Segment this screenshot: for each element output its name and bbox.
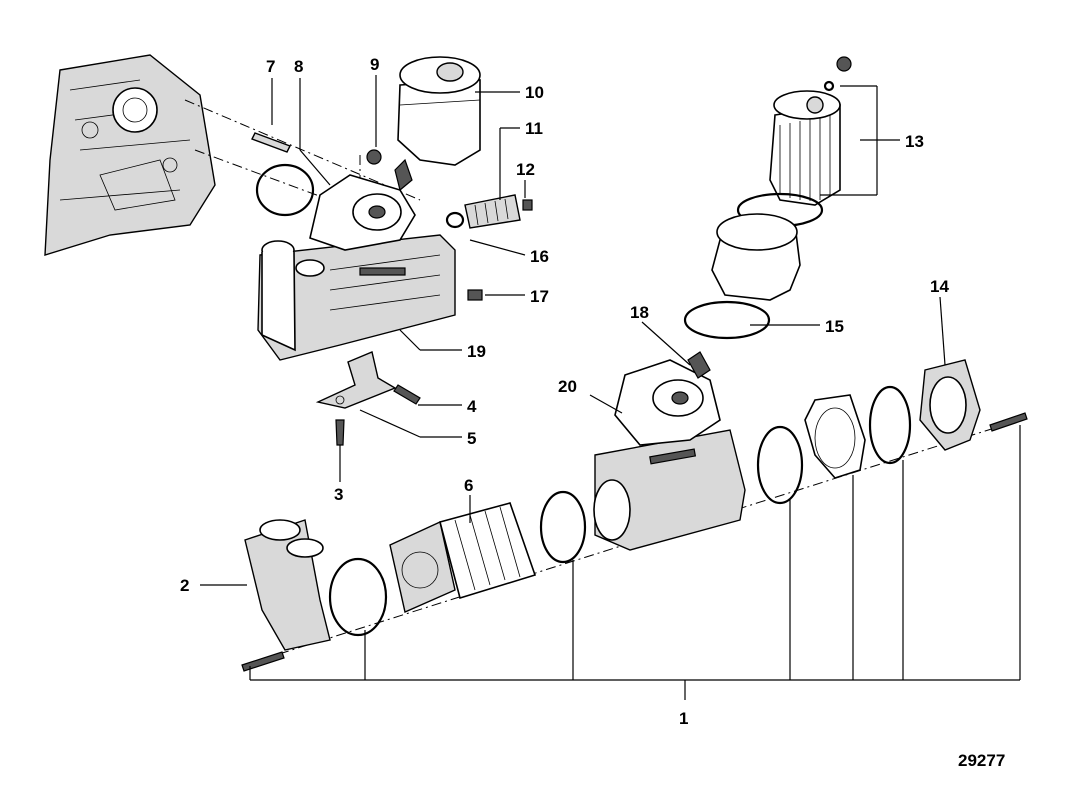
callout-6: 6 [464, 476, 473, 495]
callout-11: 11 [525, 119, 543, 138]
callout-8: 8 [294, 57, 303, 76]
figure-number: 29277 [958, 751, 1005, 770]
relief-valve-parts [445, 194, 533, 301]
engine-block-illustration [44, 54, 216, 256]
mounting-bracket [315, 351, 421, 446]
lower-oil-cooler-assembly [241, 351, 1028, 672]
callout-18: 18 [630, 303, 649, 322]
callout-10: 10 [525, 83, 544, 102]
callout-17: 17 [530, 287, 549, 306]
callout-2: 2 [180, 576, 189, 595]
callout-3: 3 [334, 485, 343, 504]
callout-14: 14 [930, 277, 949, 296]
leader-lines [200, 75, 1021, 700]
callout-5: 5 [467, 429, 476, 448]
oil-filter-assembly-13 [683, 56, 852, 340]
upper-oil-cooler-assembly [251, 132, 456, 361]
callout-15: 15 [825, 317, 844, 336]
oil-filter-cap-10 [397, 56, 481, 166]
callout-19: 19 [467, 342, 486, 361]
callout-16: 16 [530, 247, 549, 266]
callout-20: 20 [558, 377, 577, 396]
callout-1: 1 [679, 709, 688, 728]
callout-4: 4 [467, 397, 477, 416]
callout-13: 13 [905, 132, 924, 151]
callout-7: 7 [266, 57, 275, 76]
callout-9: 9 [370, 55, 379, 74]
callout-12: 12 [516, 160, 535, 179]
